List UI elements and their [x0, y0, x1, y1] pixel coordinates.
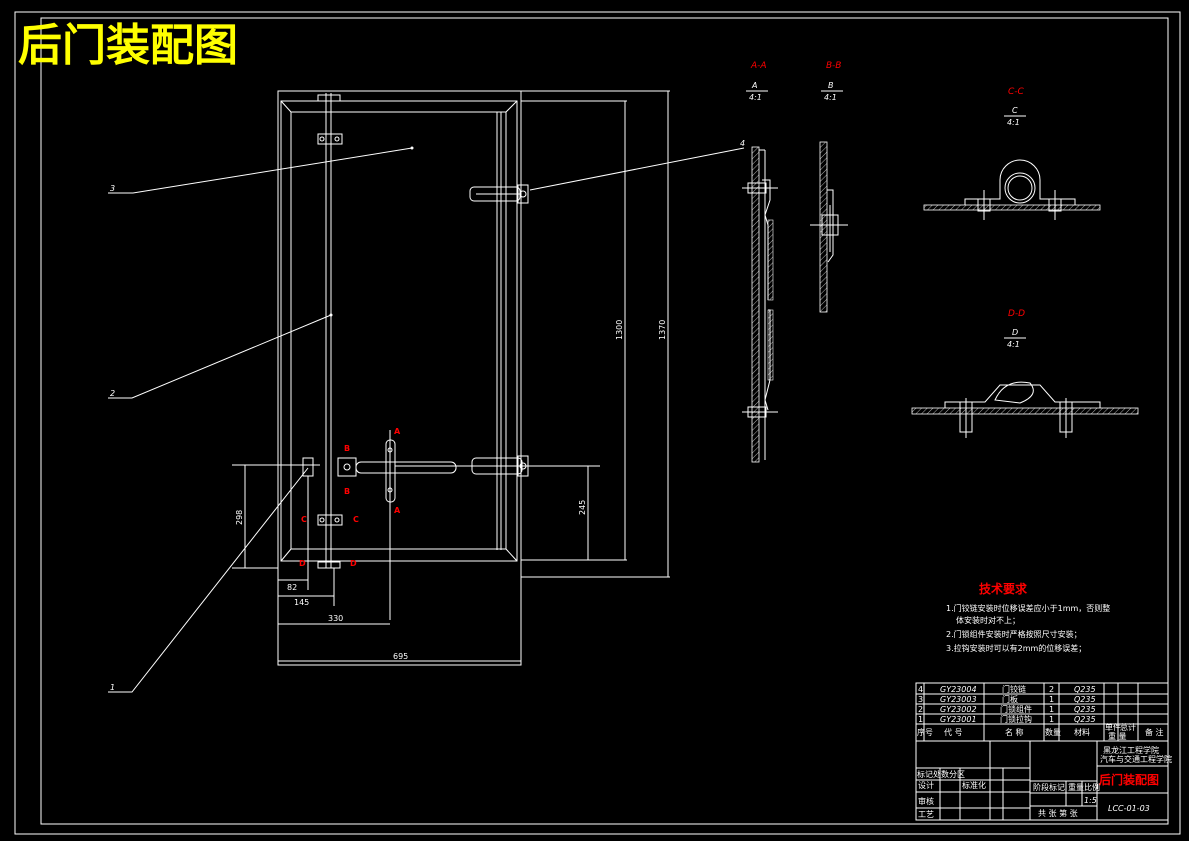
balloon-2: 2 [110, 389, 115, 398]
bom-cell-mat: Q235 [1074, 715, 1096, 724]
section-cc-label: C-C [1008, 87, 1025, 97]
section-dd-scale: 4:1 [1007, 340, 1020, 349]
section-bb-view [810, 141, 848, 313]
bom-cell-no: 2 [918, 705, 923, 714]
section-dd-name: D [1012, 328, 1018, 337]
title-block-row-1: 标记处数分区 [917, 769, 965, 779]
balloon-1: 1 [110, 683, 115, 692]
title-block-weight: 重量 [1068, 782, 1084, 792]
balloon-3: 3 [110, 184, 115, 193]
bom-cell-no: 3 [918, 695, 923, 704]
title-block-std: 标准化 [962, 780, 986, 790]
bom-header-mat: 材料 [1074, 727, 1090, 737]
cut-mark-b-bottom: B [344, 487, 350, 496]
bom-header-qty: 数量 [1045, 727, 1061, 737]
tech-req-line-4: 3.拉钩安装时可以有2mm的位移误差； [946, 643, 1086, 653]
bom-cell-name: 门锁组件 [1000, 704, 1032, 714]
cut-mark-d-left: D [299, 559, 306, 568]
bom-cell-code: GY23002 [940, 705, 977, 714]
tech-req-line-1: 1.门铰链安装时位移误差应小于1mm，否则整 [946, 603, 1110, 613]
title-block-dept: 汽车与交通工程学院 [1100, 754, 1172, 764]
bom-cell-name: 门板 [1002, 694, 1018, 704]
bom-cell-mat: Q235 [1074, 695, 1096, 704]
bom-cell-no: 1 [918, 715, 923, 724]
bom-cell-no: 4 [918, 685, 923, 694]
bom-header-code: 代 号 [944, 727, 963, 737]
bom-cell-name: 门铰链 [1002, 684, 1026, 694]
bom-header-unit: 单件 [1105, 722, 1121, 732]
bom-cell-qty: 1 [1049, 705, 1054, 714]
bom-row: 3 GY23003 门板 1 Q235 [918, 694, 1096, 704]
bom-header-total: 总计 [1120, 722, 1136, 732]
title-block-row-4: 工艺 [918, 810, 934, 819]
bom-cell-mat: Q235 [1074, 685, 1096, 694]
dim-245: 245 [578, 500, 587, 515]
bom-cell-code: GY23004 [940, 685, 977, 694]
tech-req-line-2: 体安装时对不上； [956, 615, 1020, 625]
dim-82: 82 [287, 583, 297, 592]
cut-mark-c-right: C [353, 515, 359, 524]
cut-mark-a-bottom: A [394, 506, 401, 515]
title-block-stage-mark: 阶段标记 [1033, 782, 1065, 792]
bom-cell-mat: Q235 [1074, 705, 1096, 714]
bom-cell-code: GY23001 [940, 715, 977, 724]
section-dd-label: D-D [1008, 309, 1025, 319]
dim-695: 695 [393, 652, 408, 661]
bom-header-name: 名 称 [1005, 727, 1024, 737]
tech-req-line-3: 2.门锁组件安装时严格按照尺寸安装； [946, 629, 1082, 639]
dim-145: 145 [294, 598, 309, 607]
bom-cell-name: 门锁拉钩 [1000, 714, 1032, 724]
tech-req-title: 技术要求 [979, 581, 1028, 596]
section-aa-scale: 4:1 [749, 93, 762, 102]
bom-row: 2 GY23002 门锁组件 1 Q235 [918, 704, 1096, 714]
section-cc-view [923, 159, 1101, 220]
section-bb-name: B [828, 81, 834, 90]
inner-border [40, 17, 1169, 825]
bom-cell-qty: 1 [1049, 715, 1054, 724]
section-aa-name: A [751, 81, 757, 90]
bom-cell-qty: 2 [1049, 685, 1054, 694]
bom-row: 1 GY23001 门锁拉钩 1 Q235 [918, 714, 1096, 724]
door-main-view [108, 90, 745, 693]
title-block-row-2: 设计 [918, 780, 934, 790]
section-dd-view [911, 381, 1139, 438]
section-bb-scale: 4:1 [824, 93, 837, 102]
dim-1370: 1370 [658, 320, 667, 340]
section-cc-name: C [1012, 106, 1018, 115]
section-aa-label: A-A [750, 61, 767, 71]
title-block-row-3: 审核 [918, 796, 934, 806]
drawing-title: 后门装配图 [18, 20, 238, 71]
dim-298: 298 [235, 510, 244, 525]
bom-header-no: 序号 [917, 727, 933, 737]
title-block-scale: 1:5 [1084, 796, 1097, 805]
cut-mark-d-right: D [350, 559, 357, 568]
cut-mark-b-top: B [344, 444, 350, 453]
cut-mark-a-top: A [394, 427, 401, 436]
dim-1300: 1300 [615, 320, 624, 340]
section-bb-label: B-B [826, 61, 841, 71]
title-block-ratio: 比例 [1084, 782, 1100, 792]
title-block-drawing-no: LCC-01-03 [1108, 804, 1150, 813]
title-block-drawing-title: 后门装配图 [1099, 772, 1159, 787]
balloon-4: 4 [740, 139, 745, 148]
outer-border [14, 11, 1181, 835]
cut-mark-c-left: C [301, 515, 307, 524]
section-cc-scale: 4:1 [1007, 118, 1020, 127]
bom-cell-code: GY23003 [940, 695, 977, 704]
title-block [915, 740, 1169, 821]
bom-table [915, 682, 1169, 742]
bom-row: 4 GY23004 门铰链 2 Q235 [918, 684, 1096, 694]
bom-header-note: 备 注 [1145, 727, 1164, 737]
title-block-sheet-info: 共 张 第 张 [1038, 808, 1078, 818]
bom-header-weight: 重 量 [1108, 731, 1127, 741]
title-block-school: 黑龙江工程学院 [1103, 745, 1159, 755]
bom-header-row: 序号 代 号 名 称 数量 材料 单件 总计 重 量 备 注 [917, 722, 1164, 741]
bom-cell-qty: 1 [1049, 695, 1054, 704]
dim-330: 330 [328, 614, 343, 623]
section-aa-view [742, 146, 778, 463]
